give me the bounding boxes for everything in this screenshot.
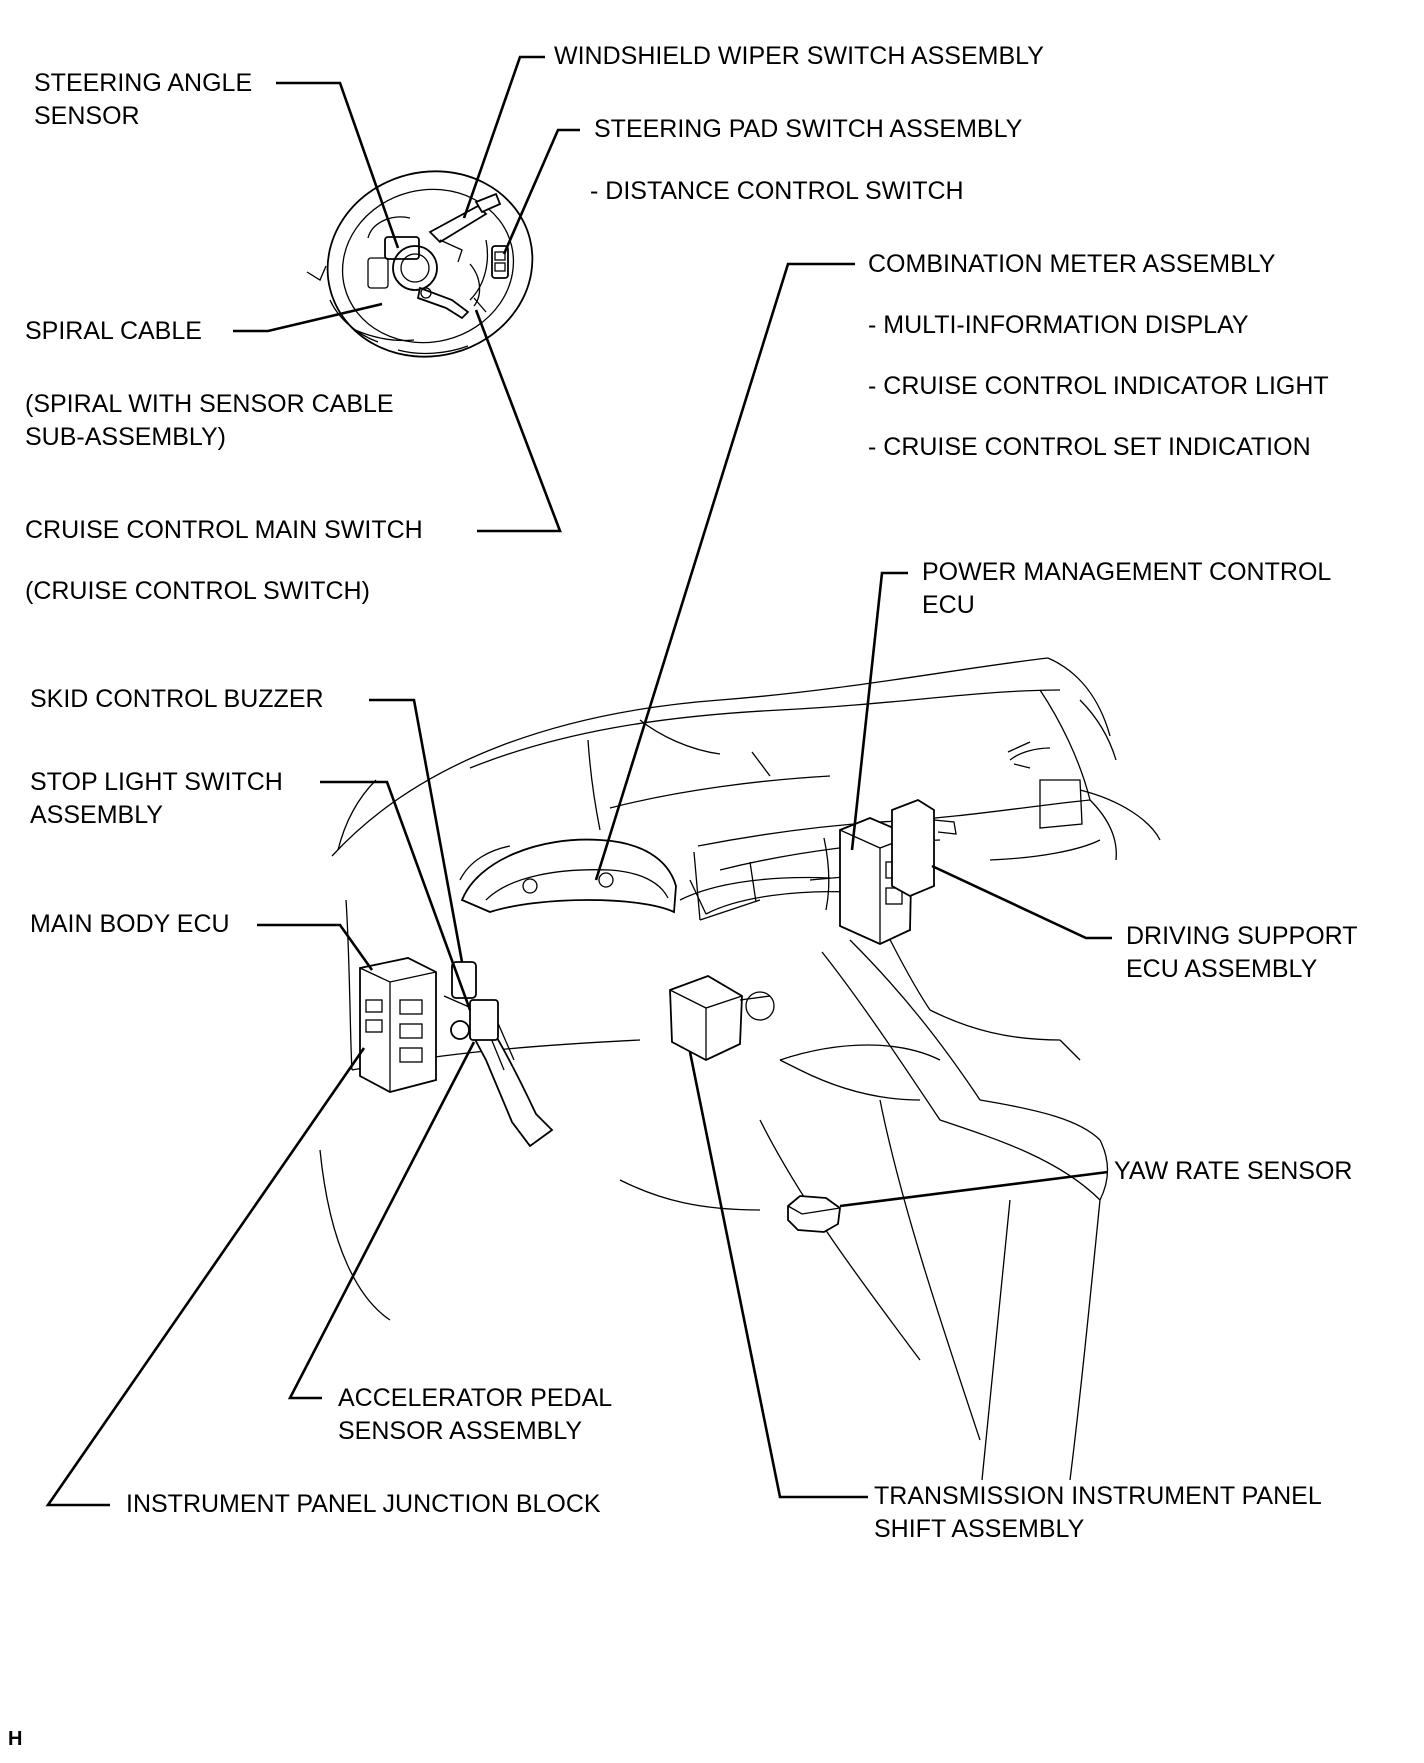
leader-cruise-main-switch bbox=[474, 309, 562, 533]
leader-combination-meter bbox=[594, 262, 855, 881]
dashboard-illustration bbox=[319, 657, 1161, 1481]
label-instrument-panel-junction: INSTRUMENT PANEL JUNCTION BLOCK bbox=[126, 1490, 601, 1518]
label-steering-angle-sensor: STEERING ANGLE SENSOR bbox=[34, 69, 253, 130]
main-body-ecu-block bbox=[359, 957, 437, 1093]
label-cruise-set-indication: - CRUISE CONTROL SET INDICATION bbox=[868, 433, 1311, 461]
label-driving-support-ecu: DRIVING SUPPORT ECU ASSEMBLY bbox=[1126, 922, 1358, 983]
label-cruise-main-switch: CRUISE CONTROL MAIN SWITCH bbox=[25, 516, 423, 544]
label-power-management-ecu: POWER MANAGEMENT CONTROL ECU bbox=[922, 558, 1332, 619]
shift-assembly bbox=[669, 975, 775, 1062]
label-combination-meter: COMBINATION METER ASSEMBLY bbox=[868, 250, 1276, 278]
leader-power-management-ecu bbox=[850, 571, 908, 851]
label-skid-control-buzzer: SKID CONTROL BUZZER bbox=[30, 685, 324, 713]
wiper-switch-lever bbox=[428, 192, 502, 263]
label-spiral-cable: SPIRAL CABLE bbox=[25, 317, 202, 345]
label-multi-information-display: - MULTI-INFORMATION DISPLAY bbox=[868, 311, 1249, 339]
figure-code: H bbox=[8, 1728, 23, 1750]
leader-lines bbox=[45, 55, 1112, 1507]
label-main-body-ecu: MAIN BODY ECU bbox=[30, 910, 230, 938]
leader-yaw-rate-sensor bbox=[839, 1170, 1109, 1208]
driving-support-ecu-block bbox=[891, 798, 957, 897]
leader-accelerator-pedal bbox=[287, 1041, 476, 1400]
label-transmission-shift: TRANSMISSION INSTRUMENT PANEL SHIFT ASSE… bbox=[874, 1482, 1322, 1543]
combination-meter-cluster bbox=[460, 838, 677, 914]
leader-transmission-shift bbox=[688, 1051, 868, 1499]
leader-steering-angle-sensor bbox=[276, 81, 400, 249]
label-windshield-wiper-switch: WINDSHIELD WIPER SWITCH ASSEMBLY bbox=[554, 42, 1044, 70]
label-cruise-indicator-light: - CRUISE CONTROL INDICATOR LIGHT bbox=[868, 372, 1329, 400]
label-stop-light-switch: STOP LIGHT SWITCH ASSEMBLY bbox=[30, 768, 283, 829]
label-accelerator-pedal-sensor: ACCELERATOR PEDAL SENSOR ASSEMBLY bbox=[338, 1384, 613, 1445]
leader-skid-control-buzzer bbox=[369, 698, 464, 963]
cruise-main-switch-lever bbox=[416, 286, 487, 320]
label-steering-pad-switch: STEERING PAD SWITCH ASSEMBLY bbox=[594, 115, 1023, 143]
yaw-rate-sensor-part bbox=[787, 1195, 841, 1233]
leader-steering-pad-switch bbox=[502, 128, 580, 255]
leader-junction-block bbox=[45, 1047, 366, 1507]
leader-windshield-wiper-switch bbox=[462, 55, 545, 219]
label-distance-control-switch: - DISTANCE CONTROL SWITCH bbox=[590, 177, 964, 205]
label-spiral-sub-assembly: (SPIRAL WITH SENSOR CABLE SUB-ASSEMBLY) bbox=[25, 390, 394, 451]
steering-wheel-hub bbox=[367, 236, 438, 291]
leader-spiral-cable bbox=[233, 302, 383, 333]
leader-stop-light-switch bbox=[320, 780, 472, 1011]
steering-wheel-illustration bbox=[306, 170, 534, 358]
label-cruise-control-switch: (CRUISE CONTROL SWITCH) bbox=[25, 577, 370, 605]
leader-main-body-ecu bbox=[257, 923, 374, 971]
buzzer-and-stop-light-switch bbox=[443, 961, 499, 1041]
label-yaw-rate-sensor: YAW RATE SENSOR bbox=[1114, 1157, 1353, 1185]
leader-driving-support-ecu bbox=[931, 864, 1112, 940]
